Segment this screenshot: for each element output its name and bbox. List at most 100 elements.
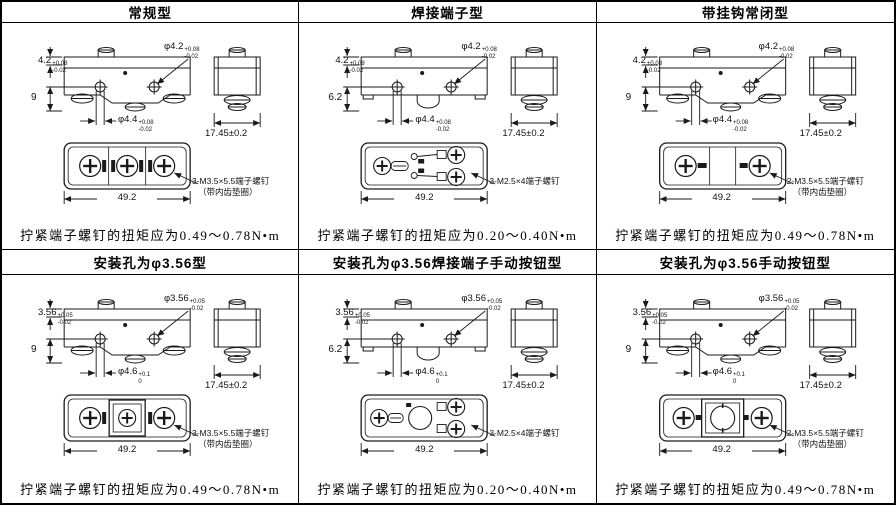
dim-tolerance: +0.08-0.02 xyxy=(647,61,662,75)
dim-value: 4.2 xyxy=(632,55,646,66)
dim-label-mounting-hole: φ4.2+0.08-0.02 xyxy=(759,42,795,61)
dim-label-side-width: 17.45±0.2 xyxy=(205,380,248,391)
dim-label-edge: 4.2+0.08-0.02 xyxy=(38,56,67,75)
tolerance-upper: +0.05 xyxy=(189,299,205,305)
dim-tolerance: +0.08-0.02 xyxy=(138,120,153,134)
side-view xyxy=(808,299,856,363)
tolerance-upper: +0.08 xyxy=(779,47,795,53)
header-label: 带挂钩常闭型 xyxy=(701,6,789,21)
dim-label-mounting-hole: φ3.56+0.05-0.02 xyxy=(461,294,502,313)
dim-value: 3.56 xyxy=(335,307,354,318)
tolerance-upper: +0.05 xyxy=(486,299,503,305)
tolerance-lower: -0.02 xyxy=(733,126,747,133)
dim-label-edge: 3.56+0.05-0.02 xyxy=(633,308,668,327)
side-view xyxy=(213,47,261,111)
tolerance-lower: -0.02 xyxy=(349,67,364,74)
header-solder-terminal: 焊接端子型 xyxy=(299,2,597,23)
tolerance-lower: -0.02 xyxy=(138,126,153,133)
side-view xyxy=(510,299,558,363)
torque-note: 拧紧端子螺钉的扭矩应为0.49～0.78N•m xyxy=(615,228,876,243)
header-label: 焊接端子型 xyxy=(411,6,484,21)
dim-label-mounting-hole: φ3.56+0.05-0.02 xyxy=(759,294,800,313)
screw-spec-label: 2-M3.5×5.5端子螺钉 （带内齿垫圈） xyxy=(787,176,864,199)
dim-value: φ4.2 xyxy=(461,41,481,52)
dim-label-edge: 4.2+0.08-0.02 xyxy=(335,56,364,75)
torque-note: 拧紧端子螺钉的扭矩应为0.49～0.78N•m xyxy=(20,228,281,243)
torque-note: 拧紧端子螺钉的扭矩应为0.20～0.40N•m xyxy=(317,228,578,243)
dim-value: φ4.2 xyxy=(758,41,779,52)
front-view-bottom xyxy=(63,345,191,364)
header-regular: 常规型 xyxy=(2,2,300,23)
dim-label-bottom-hole: φ4.4+0.08-0.02 xyxy=(118,115,154,134)
side-view xyxy=(808,47,856,111)
dim-tolerance: +0.05-0.02 xyxy=(784,299,799,313)
screw-spec-line1: 3-M3.5×5.5端子螺钉 xyxy=(192,428,270,438)
tolerance-upper: +0.05 xyxy=(784,299,800,305)
header-label: 安装孔为φ3.56手动按钮型 xyxy=(659,256,832,271)
dim-label-side-width: 17.45±0.2 xyxy=(205,128,248,139)
front-view-bottom xyxy=(658,345,786,364)
front-view-bottom xyxy=(360,346,488,361)
dim-value: φ4.4 xyxy=(118,114,138,125)
dim-label-height: 9 xyxy=(31,92,37,103)
tolerance-upper: +0.05 xyxy=(652,313,668,319)
screw-spec-line1: 3-M2.5×4端子螺钉 xyxy=(489,428,560,438)
bottom-view xyxy=(361,143,487,189)
screw-spec-label: 2-M3.5×5.5端子螺钉 （带内齿垫圈） xyxy=(787,428,864,451)
tolerance-upper: +0.1 xyxy=(138,372,151,378)
header-label: 安装孔为φ3.56焊接端子手动按钮型 xyxy=(332,256,563,271)
dim-label-side-width: 17.45±0.2 xyxy=(799,128,842,139)
tolerance-upper: +0.05 xyxy=(57,313,73,319)
dim-tolerance: +0.05-0.02 xyxy=(190,299,205,313)
cell-hole-3-56-button: 3.56+0.05-0.02 φ3.56+0.05-0.02 9 φ4.6+0.… xyxy=(597,275,894,503)
dim-label-body-width: 49.2 xyxy=(691,445,752,455)
tolerance-lower: -0.02 xyxy=(481,53,496,60)
tolerance-lower: 0 xyxy=(733,378,737,385)
dim-label-edge: 3.56+0.05-0.02 xyxy=(38,308,73,327)
screw-spec-label: 3-M2.5×4端子螺钉 xyxy=(489,176,559,187)
dim-value: 4.2 xyxy=(38,55,52,66)
screw-spec-line1: 3-M3.5×5.5端子螺钉 xyxy=(192,176,270,186)
screw-spec-label: 3-M2.5×4端子螺钉 xyxy=(489,428,559,439)
tolerance-upper: +0.08 xyxy=(733,120,749,126)
tolerance-upper: +0.1 xyxy=(733,372,745,378)
dim-tolerance: +0.05-0.02 xyxy=(355,313,370,327)
dim-label-mounting-hole: φ3.56+0.05-0.02 xyxy=(164,294,205,313)
cell-solder-terminal: 4.2+0.08-0.02 φ4.2+0.08-0.02 6.2 φ4.4+0.… xyxy=(299,23,597,250)
tolerance-lower: -0.02 xyxy=(189,305,204,312)
tolerance-upper: +0.08 xyxy=(138,120,154,126)
screw-spec-line2: （带内齿垫圈） xyxy=(792,439,853,450)
dim-label-height: 6.2 xyxy=(328,92,343,103)
dim-label-height: 9 xyxy=(625,92,632,103)
tolerance-upper: +0.08 xyxy=(481,47,497,53)
dim-label-body-width: 49.2 xyxy=(97,193,157,203)
bottom-view xyxy=(659,395,785,441)
bottom-view xyxy=(361,395,487,441)
dim-label-side-width: 17.45±0.2 xyxy=(502,128,545,139)
tolerance-lower: -0.02 xyxy=(646,67,661,74)
dim-label-side-width: 17.45±0.2 xyxy=(502,380,545,391)
dim-label-height: 6.2 xyxy=(328,344,343,355)
tolerance-lower: -0.02 xyxy=(57,319,72,326)
dim-tolerance: +0.08-0.02 xyxy=(733,120,748,134)
tolerance-lower: 0 xyxy=(138,378,142,385)
torque-note: 拧紧端子螺钉的扭矩应为0.49～0.78N•m xyxy=(615,482,876,497)
tolerance-upper: +0.05 xyxy=(354,313,371,319)
tolerance-lower: -0.02 xyxy=(354,319,369,326)
tolerance-lower: 0 xyxy=(435,378,440,385)
front-view-bottom xyxy=(360,94,488,109)
dim-label-body-width: 49.2 xyxy=(394,193,455,203)
bottom-view xyxy=(64,143,190,189)
dim-label-body-width: 49.2 xyxy=(97,445,157,455)
tolerance-upper: +0.08 xyxy=(349,61,365,67)
dim-value: 3.56 xyxy=(38,307,57,318)
side-view xyxy=(510,47,558,111)
dim-tolerance: +0.08-0.02 xyxy=(350,61,365,75)
dim-tolerance: +0.05-0.02 xyxy=(487,299,502,313)
tolerance-upper: +0.08 xyxy=(646,61,663,67)
